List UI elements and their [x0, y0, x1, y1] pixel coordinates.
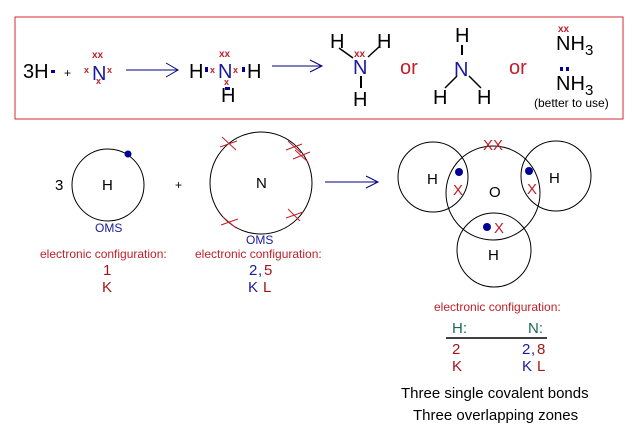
- molecule-model: H H O H XX X X X: [397, 137, 592, 288]
- lone-pair-dot-icon: [560, 67, 563, 71]
- h-value: 2: [452, 341, 460, 358]
- coefficient: 3: [55, 177, 63, 194]
- hydrogen-shell: [71, 148, 145, 222]
- electron-dot-icon: [124, 150, 132, 158]
- h-top-right: H: [377, 31, 391, 53]
- result-config-title: electronic configuration:: [434, 300, 561, 314]
- h-shell-bottom: [456, 212, 532, 288]
- h-left: H: [427, 171, 438, 188]
- electron-dot-icon: [525, 167, 533, 175]
- lone-pair-marks: xx: [219, 49, 231, 60]
- plus-sign: +: [64, 66, 71, 80]
- h-top-left: H: [330, 31, 344, 53]
- summary-line-2: Three overlapping zones: [413, 407, 578, 424]
- n-k: 2: [522, 341, 530, 358]
- central-shell: [445, 145, 541, 241]
- electron-dot-icon: [51, 70, 55, 73]
- formula-nh3-dots: NH: [556, 73, 585, 95]
- arrow-icon: [126, 62, 179, 78]
- config-l: 5: [264, 262, 272, 279]
- h-bottom-right: H: [477, 87, 491, 109]
- shell-k: K: [248, 279, 258, 296]
- lewis-nitrogen: N: [218, 61, 232, 83]
- electron-dot-icon: [205, 67, 208, 72]
- n-shell-l: L: [537, 358, 545, 375]
- electron-dot-icon: [483, 223, 491, 231]
- formula-subscript: 3: [585, 42, 593, 59]
- electron-mark: x: [224, 77, 229, 87]
- nitrogen-symbol: N: [256, 175, 267, 192]
- h-bottom: H: [488, 247, 499, 264]
- n-shell-k: K: [522, 358, 532, 375]
- config-comma: ,: [258, 262, 262, 279]
- electron-mark: x: [210, 65, 215, 75]
- electron-cross-icons: [219, 136, 311, 229]
- structural-formula-1: H H N xx H: [330, 31, 391, 111]
- shell-l: L: [263, 279, 271, 296]
- config-shell: K: [102, 279, 112, 296]
- electron-dot-icon: [242, 67, 245, 72]
- config-value: 1: [103, 262, 111, 279]
- lewis-h-right: H: [247, 61, 261, 83]
- or-text: or: [400, 57, 418, 79]
- electron-cross: X: [494, 220, 504, 237]
- electron-mark: x: [233, 65, 238, 75]
- summary-line-1: Three single covalent bonds: [401, 385, 589, 402]
- config-k: 2: [249, 262, 257, 279]
- lewis-h-left: H: [189, 61, 203, 83]
- lewis-h-bottom: H: [221, 85, 235, 107]
- electron-cross: X: [527, 181, 537, 198]
- electron-cross: X: [453, 182, 463, 199]
- better-to-use-note: (better to use): [534, 96, 609, 110]
- n-atom: N: [353, 57, 367, 79]
- h-shell-right: [520, 140, 592, 212]
- electron-dot-icon: [455, 168, 463, 176]
- n-header: N:: [528, 320, 543, 337]
- lone-pair-cross: XX: [483, 137, 503, 154]
- oms-label: OMS: [95, 221, 122, 235]
- arrow-icon: [272, 59, 324, 73]
- config-title: electronic configuration:: [195, 247, 322, 261]
- electron-dot-icon: [225, 87, 230, 90]
- structural-formula-2: H N H H: [433, 25, 491, 109]
- n-l: 8: [537, 341, 545, 358]
- h-bottom-left: H: [433, 87, 447, 109]
- center-atom: O: [489, 184, 501, 201]
- h-shell: K: [452, 358, 462, 375]
- nitrogen-atom: N: [92, 63, 106, 85]
- plus-sign: +: [175, 178, 182, 192]
- h-header: H:: [452, 320, 467, 337]
- h-bottom: H: [353, 89, 367, 111]
- h-right: H: [549, 170, 560, 187]
- nitrogen-shell: [209, 131, 313, 235]
- h-top: H: [455, 25, 469, 47]
- electron-mark-left: x: [84, 65, 89, 75]
- n-comma: ,: [531, 341, 535, 358]
- reactant-hydrogen: 3H: [23, 61, 49, 83]
- formula-subscript: 3: [585, 82, 593, 99]
- formula-nh3: NH: [556, 33, 585, 55]
- hydrogen-symbol: H: [102, 177, 113, 194]
- lone-pair-marks: xx: [558, 24, 570, 35]
- lone-pair-dot-icon: [566, 67, 569, 71]
- h-shell-left: [397, 141, 469, 213]
- arrow-icon: [325, 175, 380, 189]
- lone-pair-marks: xx: [92, 50, 104, 61]
- electron-mark-right: x: [107, 65, 112, 75]
- electron-mark-bottom: x: [96, 76, 101, 86]
- lone-pair-marks: xx: [354, 49, 366, 60]
- or-text: or: [509, 57, 527, 79]
- equation-frame: [14, 16, 624, 120]
- config-title: electronic configuration:: [40, 247, 167, 261]
- oms-label: OMS: [246, 233, 273, 247]
- n-atom: N: [454, 59, 468, 81]
